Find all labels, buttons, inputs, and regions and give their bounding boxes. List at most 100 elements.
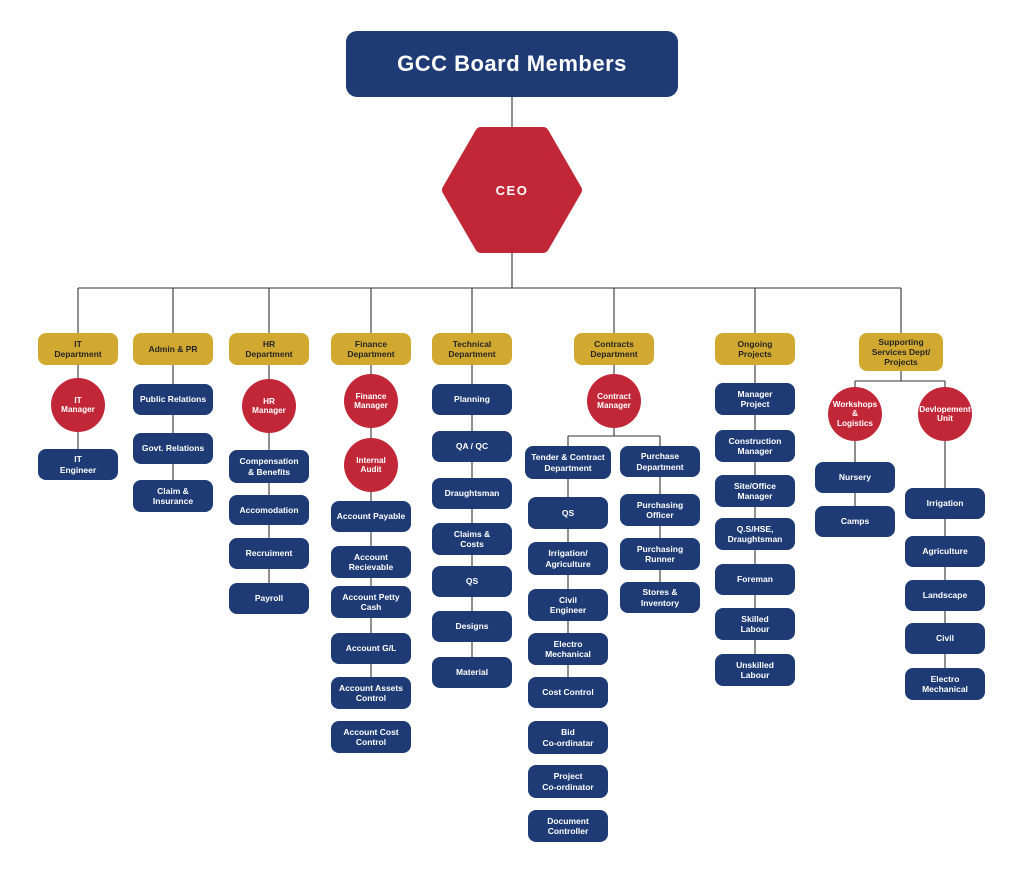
box-accomodation-label: Accomodation <box>239 504 299 515</box>
ceo-node-label: CEO <box>495 182 529 198</box>
box-site-office-manager: Site/Office Manager <box>715 475 795 507</box>
box-it-engineer-label: IT Engineer <box>59 454 97 475</box>
box-irrigation-agriculture-label: Irrigation/ Agriculture <box>545 548 591 569</box>
box-landscape-label: Landscape <box>922 590 968 601</box>
box-claim-insurance-label: Claim & Insurance <box>152 485 194 506</box>
box-account-recievable: Account Recievable <box>331 546 411 578</box>
box-draughtsman-label: Draughtsman <box>444 488 500 499</box>
box-claims-costs: Claims & Costs <box>432 523 512 555</box>
circle-it-manager: IT Manager <box>51 378 105 432</box>
box-foreman: Foreman <box>715 564 795 595</box>
box-unskilled-labour-label: Unskilled Labour <box>736 659 774 680</box>
box-payroll: Payroll <box>229 583 309 614</box>
circle-hr-manager: HR Manager <box>242 379 296 433</box>
circle-contract-manager-label: Contract Manager <box>597 391 631 410</box>
box-manager-project-label: Manager Project <box>737 388 773 409</box>
header-finance-department: Finance Department <box>331 333 411 365</box>
header-admin-pr: Admin & PR <box>133 333 213 365</box>
box-public-relations-label: Public Relations <box>139 394 207 405</box>
box-claims-costs-label: Claims & Costs <box>453 528 491 549</box>
box-cost-control-label: Cost Control <box>542 687 594 698</box>
box-payroll-label: Payroll <box>254 593 284 604</box>
box-civil: Civil <box>905 623 985 654</box>
circle-internal-audit: Internal Audit <box>344 438 398 492</box>
box-govt-relations: Govt. Relations <box>133 433 213 464</box>
box-skilled-labour-label: Skilled Labour <box>740 613 770 634</box>
header-supporting-services: Supporting Services Dept/ Projects <box>859 333 943 371</box>
box-public-relations: Public Relations <box>133 384 213 415</box>
box-account-assets-control: Account Assets Control <box>331 677 411 709</box>
header-it-department: IT Department <box>38 333 118 365</box>
box-irrigation-label: Irrigation <box>926 498 964 509</box>
box-qs-hse-draughtsman: Q.S/HSE, Draughtsman <box>715 518 795 550</box>
box-qs-technical-label: QS <box>465 576 479 587</box>
box-nursery: Nursery <box>815 462 895 493</box>
box-purchasing-officer-label: Purchasing Officer <box>636 499 684 520</box>
header-ongoing-projects-label: Ongoing Projects <box>737 338 773 359</box>
box-account-gl: Account G/L <box>331 633 411 664</box>
header-finance-department-label: Finance Department <box>347 338 395 359</box>
box-unskilled-labour: Unskilled Labour <box>715 654 795 686</box>
box-stores-inventory-label: Stores & Inventory <box>640 587 680 608</box>
box-purchasing-runner: Purchasing Runner <box>620 538 700 570</box>
box-planning-label: Planning <box>454 394 490 405</box>
box-account-cost-control-label: Account Cost Control <box>343 726 399 747</box>
box-construction-manager: Construction Manager <box>715 430 795 462</box>
box-purchase-department: Purchase Department <box>620 446 700 477</box>
box-designs-label: Designs <box>455 621 489 632</box>
box-compensation-benefits: Compensation & Benefits <box>229 450 309 483</box>
header-it-department-label: IT Department <box>54 338 102 359</box>
circle-devlopement-unit: Devlopement Unit <box>918 387 972 441</box>
box-irrigation-agriculture: Irrigation/ Agriculture <box>528 542 608 575</box>
header-technical-department-label: Technical Department <box>448 338 496 359</box>
box-purchasing-officer: Purchasing Officer <box>620 494 700 526</box>
board-members-title: GCC Board Members <box>346 31 678 97</box>
box-account-petty-cash: Account Petty Cash <box>331 586 411 618</box>
circle-hr-manager-label: HR Manager <box>252 396 286 415</box>
box-qs-contracts: QS <box>528 497 608 529</box>
box-foreman-label: Foreman <box>737 574 773 585</box>
box-account-payable: Account Payable <box>331 501 411 532</box>
circle-workshops-logistics-label: Workshops & Logistics <box>832 400 878 428</box>
box-govt-relations-label: Govt. Relations <box>141 443 205 454</box>
circle-workshops-logistics: Workshops & Logistics <box>828 387 882 441</box>
box-bid-coordinator-label: Bid Co-ordinatar <box>542 727 594 748</box>
box-electro-mechanical-supporting-label: Electro Mechanical <box>922 673 968 694</box>
box-agriculture: Agriculture <box>905 536 985 567</box>
box-planning: Planning <box>432 384 512 415</box>
box-purchase-department-label: Purchase Department <box>636 451 684 472</box>
box-electro-mechanical-contracts: Electro Mechanical <box>528 633 608 665</box>
box-qs-hse-draughtsman-label: Q.S/HSE, Draughtsman <box>727 523 783 544</box>
box-skilled-labour: Skilled Labour <box>715 608 795 640</box>
box-compensation-benefits-label: Compensation & Benefits <box>239 456 299 477</box>
box-account-gl-label: Account G/L <box>345 643 397 654</box>
box-material-label: Material <box>455 667 489 678</box>
board-members-title-label: GCC Board Members <box>397 51 627 76</box>
ceo-node: CEO <box>442 127 582 253</box>
box-purchasing-runner-label: Purchasing Runner <box>636 543 684 564</box>
box-recruiment: Recruiment <box>229 538 309 569</box>
box-agriculture-label: Agriculture <box>922 546 968 557</box>
box-nursery-label: Nursery <box>838 472 872 483</box>
box-recruiment-label: Recruiment <box>245 548 293 559</box>
box-irrigation: Irrigation <box>905 488 985 519</box>
box-landscape: Landscape <box>905 580 985 611</box>
header-supporting-services-label: Supporting Services Dept/ Projects <box>871 336 931 367</box>
box-account-petty-cash-label: Account Petty Cash <box>342 591 400 612</box>
box-project-coordinator: Project Co-ordinator <box>528 765 608 798</box>
box-accomodation: Accomodation <box>229 495 309 525</box>
header-ongoing-projects: Ongoing Projects <box>715 333 795 365</box>
box-material: Material <box>432 657 512 688</box>
box-qa-qc-label: QA / QC <box>455 441 489 452</box>
box-civil-engineer-label: Civil Engineer <box>549 594 587 615</box>
box-account-cost-control: Account Cost Control <box>331 721 411 753</box>
box-manager-project: Manager Project <box>715 383 795 415</box>
box-account-assets-control-label: Account Assets Control <box>339 682 403 703</box>
header-technical-department: Technical Department <box>432 333 512 365</box>
circle-finance-manager: Finance Manager <box>344 374 398 428</box>
box-site-office-manager-label: Site/Office Manager <box>733 480 777 501</box>
header-contracts-department-label: Contracts Department <box>590 338 638 359</box>
box-document-controller: Document Controller <box>528 810 608 842</box>
header-hr-department-label: HR Department <box>245 338 293 359</box>
